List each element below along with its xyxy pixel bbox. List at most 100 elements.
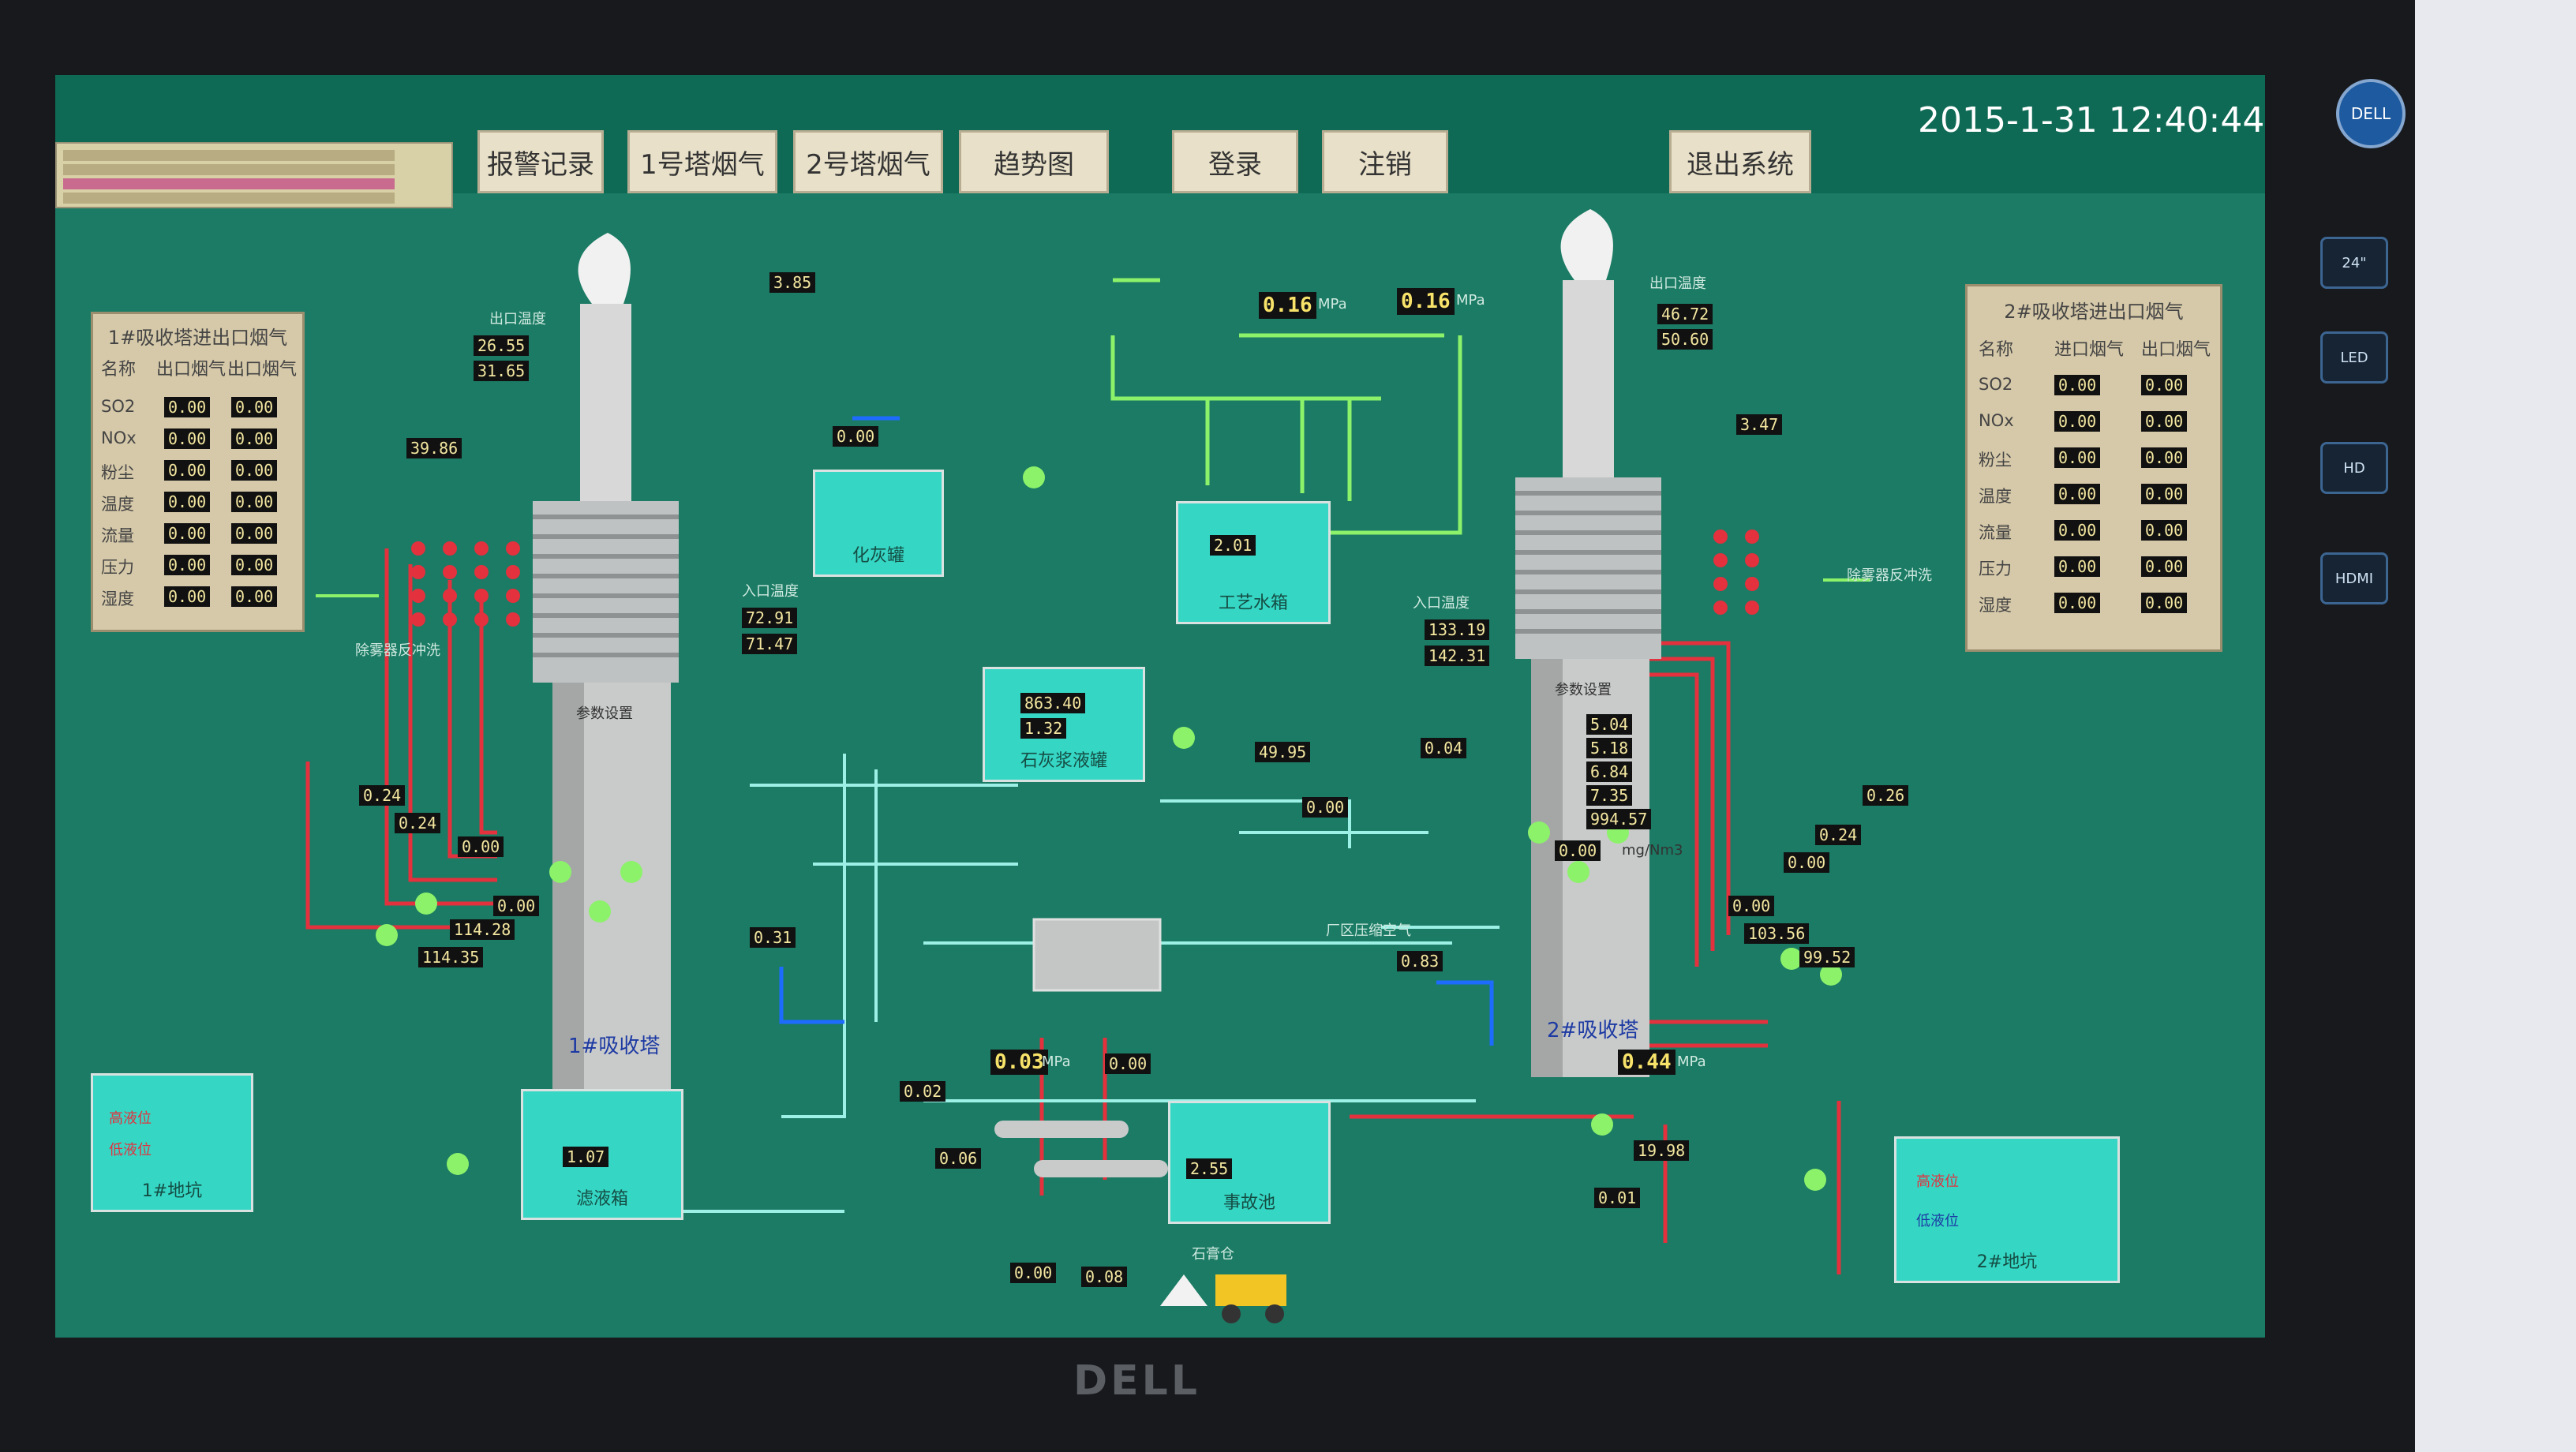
tower1-gas-button[interactable]: 1号塔烟气 bbox=[627, 130, 777, 193]
tank-label: 2#地坑 bbox=[1976, 1252, 2038, 1272]
plant-air-label: 厂区压缩空气 bbox=[1326, 922, 1411, 939]
tower1-params-label[interactable]: 参数设置 bbox=[576, 705, 633, 722]
tank-label: 化灰罐 bbox=[852, 546, 904, 566]
bottom-value-4: 0.08 bbox=[1081, 1267, 1128, 1287]
row-in-value: 0.00 bbox=[164, 397, 211, 417]
tank-label: 石灰浆液罐 bbox=[1020, 751, 1107, 771]
row-in-value: 0.00 bbox=[2054, 520, 2101, 541]
low-level-label: 低液位 bbox=[1916, 1213, 1959, 1229]
tank-label: 滤液箱 bbox=[575, 1189, 628, 1209]
row-out-value: 0.00 bbox=[231, 397, 278, 417]
pit1-tank[interactable]: 高液位 低液位 1#地坑 bbox=[91, 1073, 253, 1212]
tank-label: 事故池 bbox=[1222, 1193, 1275, 1213]
row-name: NOx bbox=[101, 428, 137, 447]
row-in-value: 0.00 bbox=[2054, 375, 2101, 395]
row-in-value: 0.00 bbox=[164, 555, 211, 575]
outlet-temp2-a: 46.72 bbox=[1657, 304, 1713, 324]
demister1-label[interactable]: 除雾器反冲洗 bbox=[355, 642, 440, 659]
bottom-value-1: 0.02 bbox=[900, 1081, 946, 1102]
right-bottom-2: 0.01 bbox=[1594, 1188, 1641, 1208]
tank-label: 工艺水箱 bbox=[1218, 593, 1288, 613]
row-in-value: 0.00 bbox=[164, 586, 211, 607]
left-value-3: 0.00 bbox=[458, 836, 504, 857]
alarm-row bbox=[63, 178, 395, 189]
tower1-label[interactable]: 1#吸收塔 bbox=[568, 1035, 661, 1058]
left-value-2: 0.24 bbox=[395, 813, 441, 833]
row-name: 流量 bbox=[101, 526, 134, 545]
scada-screen: 报警记录 1号塔烟气 2号塔烟气 趋势图 登录 注销 退出系统 2015-1-3… bbox=[55, 75, 2265, 1338]
row-in-value: 0.00 bbox=[2054, 556, 2101, 577]
right-press-unit: MPa bbox=[1677, 1053, 1706, 1070]
row-out-value: 0.00 bbox=[231, 523, 278, 544]
filtrate-level: 1.07 bbox=[563, 1147, 609, 1167]
limestone-slurry-tank[interactable]: 863.40 1.32 石灰浆液罐 bbox=[983, 667, 1145, 782]
row-out-value: 0.00 bbox=[2141, 411, 2188, 432]
inlet-temp1-a: 72.91 bbox=[742, 608, 798, 628]
size-badge: 24" bbox=[2320, 237, 2388, 289]
row-out-value: 0.00 bbox=[2141, 556, 2188, 577]
inlet-temp2-b: 142.31 bbox=[1425, 646, 1490, 666]
logout-button[interactable]: 注销 bbox=[1322, 130, 1448, 193]
tower2-so2: 0.00 bbox=[1555, 840, 1601, 861]
row-out-value: 0.00 bbox=[2141, 375, 2188, 395]
lime-density: 863.40 bbox=[1020, 693, 1086, 713]
panel-title: 1#吸收塔进出口烟气 bbox=[107, 327, 288, 349]
row-out-value: 0.00 bbox=[2141, 593, 2188, 613]
tower2-level2: 5.18 bbox=[1586, 738, 1633, 758]
outlet-temp1-b: 31.65 bbox=[474, 361, 530, 381]
row-out-value: 0.00 bbox=[231, 428, 278, 449]
col-in: 出口烟气 bbox=[156, 360, 227, 380]
alarm-list[interactable] bbox=[55, 142, 453, 208]
tower2-density: 994.57 bbox=[1586, 809, 1652, 829]
tower2-so2-unit: mg/Nm3 bbox=[1622, 842, 1683, 859]
right-value-1: 0.26 bbox=[1863, 785, 1909, 806]
tower2-gas-button[interactable]: 2号塔烟气 bbox=[793, 130, 943, 193]
inlet-temp1-b: 71.47 bbox=[742, 634, 798, 654]
row-name: SO2 bbox=[1979, 375, 2013, 394]
flow-main: 49.95 bbox=[1255, 742, 1311, 762]
tank-label: 1#地坑 bbox=[141, 1181, 203, 1201]
high-level-label: 高液位 bbox=[1916, 1173, 1959, 1190]
row-name: 压力 bbox=[101, 558, 134, 577]
trend-button[interactable]: 趋势图 bbox=[959, 130, 1109, 193]
tower2-level3: 6.84 bbox=[1586, 762, 1633, 782]
feeder-value: 3.85 bbox=[769, 272, 816, 293]
tower2-ph: 7.35 bbox=[1586, 785, 1633, 806]
row-name: 湿度 bbox=[101, 589, 134, 608]
row-name: 压力 bbox=[1979, 559, 2012, 578]
filtrate-tank[interactable]: 1.07 滤液箱 bbox=[521, 1089, 683, 1220]
tower2-params-label[interactable]: 参数设置 bbox=[1555, 682, 1612, 698]
col-in: 进口烟气 bbox=[2054, 340, 2125, 360]
row-out-value: 0.00 bbox=[2141, 447, 2188, 468]
row-name: 粉尘 bbox=[1979, 451, 2012, 470]
dell-wordmark: DELL bbox=[1073, 1357, 1200, 1405]
right-bottom-1: 19.98 bbox=[1634, 1140, 1690, 1161]
row-in-value: 0.00 bbox=[164, 460, 211, 481]
accident-pool[interactable]: 2.55 事故池 bbox=[1168, 1101, 1331, 1224]
tower2-label[interactable]: 2#吸收塔 bbox=[1547, 1019, 1639, 1042]
row-name: 温度 bbox=[101, 495, 134, 514]
pit2-tank[interactable]: 高液位 低液位 2#地坑 bbox=[1894, 1136, 2120, 1283]
press2-value: 0.16 bbox=[1397, 288, 1455, 315]
alarm-row bbox=[63, 193, 395, 204]
left-value-6: 114.35 bbox=[418, 947, 484, 967]
alarm-record-button[interactable]: 报警记录 bbox=[477, 130, 604, 193]
lime-slaking-tank[interactable]: 化灰罐 bbox=[813, 470, 944, 577]
process-water-tank[interactable]: 2.01 工艺水箱 bbox=[1176, 501, 1331, 624]
hd-badge: HD bbox=[2320, 442, 2388, 494]
left-value-4: 0.00 bbox=[493, 896, 540, 916]
login-button[interactable]: 登录 bbox=[1172, 130, 1298, 193]
accident-level: 2.55 bbox=[1186, 1158, 1233, 1179]
outlet-temp2-label: 出口温度 bbox=[1649, 275, 1706, 292]
demister2-label[interactable]: 除雾器反冲洗 bbox=[1847, 567, 1932, 584]
row-out-value: 0.00 bbox=[231, 555, 278, 575]
datetime: 2015-1-31 12:40:44 bbox=[1918, 100, 2265, 140]
inlet-temp1-label: 入口温度 bbox=[742, 583, 799, 600]
alarm-row bbox=[63, 150, 395, 161]
exit-system-button[interactable]: 退出系统 bbox=[1669, 130, 1811, 193]
flow-2: 0.00 bbox=[1302, 797, 1349, 818]
outlet-temp1-a: 26.55 bbox=[474, 335, 530, 356]
bottom-value-2: 0.06 bbox=[935, 1148, 982, 1169]
